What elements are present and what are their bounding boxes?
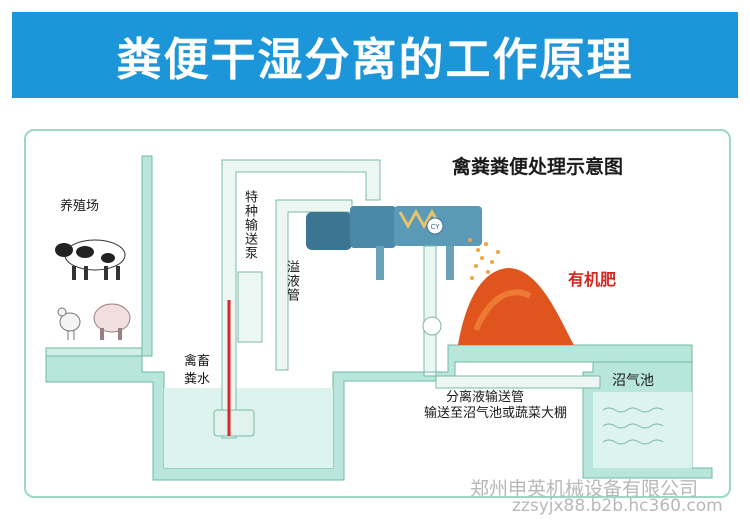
barn-floor <box>45 347 143 357</box>
page-title: 粪便干湿分离的工作原理 <box>116 32 634 86</box>
waste-water-label-2: 粪水 <box>184 372 211 387</box>
pipe-label-2: 输送至沼气池或蔬菜大棚 <box>424 406 568 421</box>
title-banner: 粪便干湿分离的工作原理 <box>12 12 738 98</box>
farm-label: 养殖场 <box>60 199 100 214</box>
diagram-title: 禽粪粪便处理示意图 <box>452 156 624 178</box>
chicken-icon <box>57 307 81 340</box>
overflow-label: 溢液管 <box>284 260 299 302</box>
cow-icon <box>55 239 126 280</box>
biogas-label: 沼气池 <box>612 373 654 389</box>
pump-pipe <box>221 159 381 439</box>
watermark-url: zzsyjx88.b2b.hc360.com <box>512 496 723 516</box>
pipe-label-1: 分离液输送管 <box>446 390 525 405</box>
separator-machine <box>306 206 482 280</box>
biogas-waves <box>602 407 664 445</box>
tank-wall <box>45 344 693 481</box>
waste-water-label-1: 禽畜 <box>184 354 211 369</box>
pig-icon <box>93 303 131 340</box>
watermark-company: 郑州申英机械设备有限公司 <box>470 478 699 500</box>
pump-motor <box>237 271 263 343</box>
fertilizer-pile <box>458 268 574 345</box>
falling-fertilizer <box>468 238 500 280</box>
valve <box>422 316 442 336</box>
machine-badge: CY <box>430 223 440 231</box>
fertilizer-label: 有机肥 <box>568 270 617 289</box>
biogas-liquid <box>593 392 692 468</box>
pump-body <box>213 409 255 437</box>
farm-wall <box>141 155 153 357</box>
pump-label: 特种输送泵 <box>242 190 257 260</box>
